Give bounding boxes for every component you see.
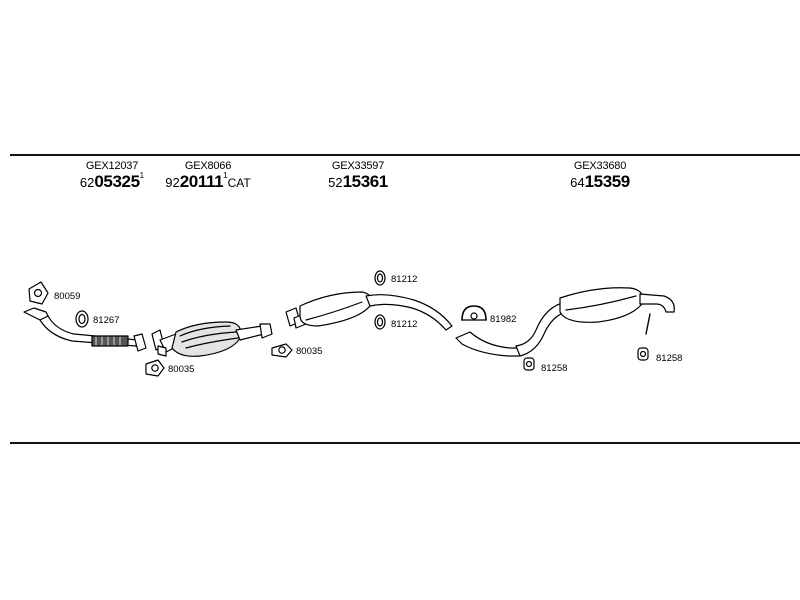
hanger-rubber-icon [374, 314, 386, 330]
part-label: 80035 [168, 364, 194, 375]
header-part-number: 5215361 [328, 172, 388, 191]
header-code: GEX33680 [573, 160, 627, 172]
part-label: 80059 [54, 291, 80, 302]
part-label: 81212 [391, 319, 417, 330]
gasket-ring-icon [271, 343, 293, 358]
top-divider-line [10, 154, 800, 156]
catalytic-converter [151, 321, 273, 357]
header-code: GEX12037 [85, 160, 139, 172]
part-label: 81258 [656, 353, 682, 364]
front-pipe [23, 307, 147, 352]
clamp-icon [461, 305, 487, 321]
header-part-number: 92201111CAT [165, 171, 251, 191]
gasket-ring-icon [145, 359, 165, 377]
part-label: 81258 [541, 363, 567, 374]
part-label: 80035 [296, 346, 322, 357]
part-label: 81982 [490, 314, 516, 325]
hanger-rubber-icon [374, 270, 386, 286]
header-code: GEX33597 [331, 160, 385, 172]
header-code: GEX8066 [184, 160, 232, 172]
rear-silencer [455, 287, 675, 357]
middle-silencer [285, 291, 453, 331]
header-front-pipe: GEX12037 62053251 [72, 160, 152, 192]
header-middle-silencer: GEX33597 5215361 [318, 160, 398, 192]
hanger-rubber-icon [637, 347, 649, 361]
part-label: 81267 [93, 315, 119, 326]
hanger-rubber-icon [523, 357, 535, 371]
part-label: 81212 [391, 274, 417, 285]
gasket-triangle-icon [28, 281, 49, 305]
header-catalytic-converter: GEX8066 92201111CAT [158, 160, 258, 192]
header-part-number: 6415359 [570, 172, 630, 191]
header-part-number: 62053251 [79, 171, 145, 191]
header-rear-silencer: GEX33680 6415359 [560, 160, 640, 192]
bottom-divider-line [10, 442, 800, 444]
clamp-icon [75, 310, 89, 328]
